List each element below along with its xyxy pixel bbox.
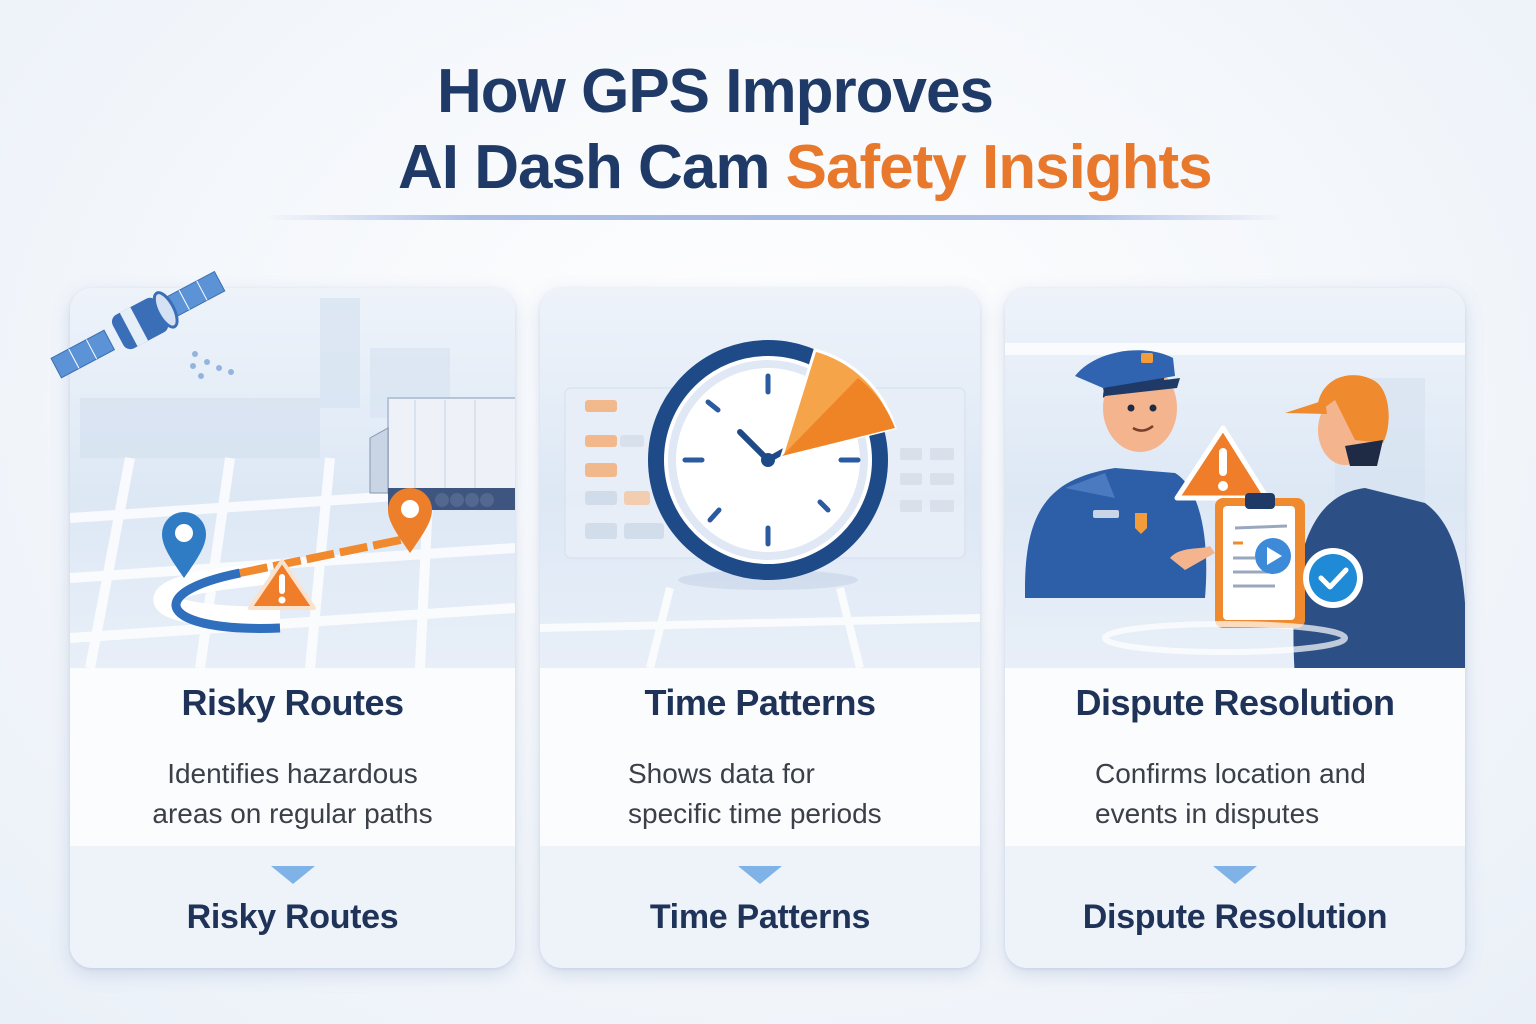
map-pin-end-icon <box>388 488 432 553</box>
card-title: Dispute Resolution <box>1075 682 1395 723</box>
risky-routes-text: Risky Routes Identifies hazardous areas … <box>70 668 515 846</box>
driver-with-helmet <box>1285 375 1465 668</box>
time-slice-highlight <box>779 348 897 459</box>
card-description: Confirms location and events in disputes <box>1095 758 1366 829</box>
checkmark-badge-icon <box>1303 548 1363 608</box>
video-play-icon <box>1255 538 1291 574</box>
risky-routes-footer: Risky Routes <box>70 846 515 968</box>
time-patterns-footer: Time Patterns <box>540 846 980 968</box>
truck-icon <box>369 397 515 510</box>
card-dispute-resolution: Dispute Resolution Confirms location and… <box>1005 288 1465 968</box>
card-risky-routes: Risky Routes Identifies hazardous areas … <box>70 288 515 968</box>
risky-routes-illustration <box>70 288 515 668</box>
warning-icon <box>1174 425 1270 501</box>
time-patterns-illustration <box>540 288 980 668</box>
card-title: Time Patterns <box>644 682 876 723</box>
footer-label: Risky Routes <box>186 898 399 936</box>
route-path <box>171 568 281 633</box>
chevron-down-icon <box>270 866 315 884</box>
card-description: Shows data for specific time periods <box>628 758 882 829</box>
time-patterns-text: Time Patterns Shows data for specific ti… <box>540 668 980 846</box>
title-divider <box>265 215 1285 220</box>
warning-icon <box>248 559 316 610</box>
dispute-resolution-text: Dispute Resolution Confirms location and… <box>1005 668 1465 846</box>
chevron-down-icon <box>1213 866 1257 884</box>
map-pin-start-icon <box>162 512 206 578</box>
footer-label: Time Patterns <box>649 898 871 936</box>
title-accent-text: Safety Insights <box>785 133 1213 202</box>
title-line-1: How GPS Improves <box>437 57 994 126</box>
chevron-down-icon <box>738 866 782 884</box>
footer-label: Dispute Resolution <box>1082 898 1388 936</box>
dispute-resolution-footer: Dispute Resolution <box>1005 846 1465 968</box>
title-line-2: AI Dash Cam Safety Insights <box>398 132 1213 203</box>
police-officer <box>1025 350 1215 598</box>
dispute-resolution-illustration <box>1005 288 1465 668</box>
card-title: Risky Routes <box>181 682 404 723</box>
title-main-text: AI Dash Cam <box>398 133 786 202</box>
card-time-patterns: Time Patterns Shows data for specific ti… <box>540 288 980 968</box>
card-description: Identifies hazardous areas on regular pa… <box>152 758 433 829</box>
satellite-icon <box>50 270 234 379</box>
